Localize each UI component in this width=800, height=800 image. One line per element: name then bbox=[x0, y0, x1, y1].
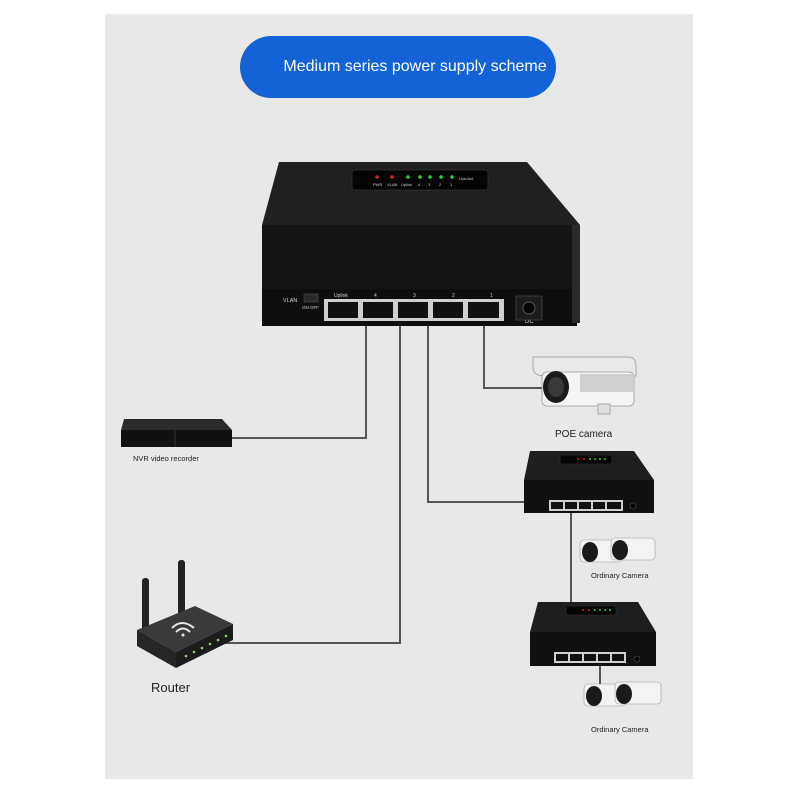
port-number-2: 2 bbox=[452, 293, 455, 299]
led-label-3: 3 bbox=[428, 182, 431, 187]
led-label-link-act: Link/Act bbox=[459, 176, 474, 181]
port-1 bbox=[468, 302, 499, 318]
led-label-vlan: VLAN bbox=[387, 182, 398, 187]
router bbox=[137, 560, 233, 668]
switch-top-face bbox=[262, 162, 580, 225]
led-labels: PWR VLAN Uplink 4 3 2 1 Link/Act bbox=[373, 176, 474, 187]
ordinary-cameras-2 bbox=[583, 681, 662, 707]
port-number-4: 4 bbox=[374, 293, 377, 299]
router-body-front bbox=[176, 624, 233, 668]
port-3 bbox=[398, 302, 428, 318]
cable-to-poe-camera bbox=[483, 318, 545, 389]
poe-camera-label: POE camera bbox=[555, 429, 613, 440]
dc-label: DC bbox=[525, 319, 534, 325]
led-panel bbox=[351, 169, 489, 191]
cable-to-router bbox=[225, 318, 401, 644]
main-poe-switch: PWR VLAN Uplink 4 3 2 1 Link/Act VLAN ON… bbox=[262, 162, 580, 326]
cascade-switch-2 bbox=[530, 602, 656, 666]
led-label-uplink: Uplink bbox=[401, 182, 412, 187]
led-label-2: 2 bbox=[439, 182, 442, 187]
router-antenna-left bbox=[142, 578, 149, 636]
vlan-label: VLAN bbox=[283, 298, 297, 304]
router-label: Router bbox=[151, 680, 191, 695]
port-2 bbox=[433, 302, 463, 318]
router-leds bbox=[184, 634, 228, 658]
port-number-3: 3 bbox=[413, 293, 416, 299]
status-leds bbox=[375, 175, 454, 179]
ordinary-camera-label-1: Ordinary Camera bbox=[591, 571, 649, 580]
poe-camera-hood bbox=[532, 356, 637, 377]
title-text: Medium series power supply scheme bbox=[283, 58, 547, 75]
cable-to-nvr bbox=[232, 318, 367, 439]
port-number-1: 1 bbox=[490, 293, 493, 299]
nvr-recorder bbox=[121, 419, 232, 447]
port-4 bbox=[363, 302, 393, 318]
nvr-label: NVR video recorder bbox=[133, 454, 199, 463]
vlan-toggle bbox=[303, 293, 319, 303]
uplink-label: Uplink bbox=[334, 293, 348, 299]
dc-jack-icon bbox=[522, 301, 536, 315]
led-label-4: 4 bbox=[418, 182, 421, 187]
port-uplink bbox=[328, 302, 358, 318]
title-banner: Medium series power supply scheme bbox=[240, 36, 556, 98]
router-antenna-right bbox=[178, 560, 185, 618]
ethernet-ports bbox=[324, 299, 504, 321]
ordinary-camera-label-2: Ordinary Camera bbox=[591, 725, 649, 734]
led-label-pwr: PWR bbox=[373, 182, 382, 187]
cable-to-switch-2 bbox=[427, 318, 524, 503]
router-body-side bbox=[137, 630, 176, 668]
switch-right-side bbox=[572, 225, 580, 323]
poe-camera bbox=[532, 356, 637, 415]
on-off-label: ON OFF bbox=[302, 305, 319, 310]
ordinary-cameras-1 bbox=[579, 537, 656, 563]
led-label-1: 1 bbox=[450, 182, 453, 187]
wifi-icon bbox=[171, 622, 195, 637]
cables bbox=[225, 318, 572, 644]
switch-front-upper bbox=[262, 225, 580, 290]
cascade-switch-1 bbox=[524, 451, 654, 513]
